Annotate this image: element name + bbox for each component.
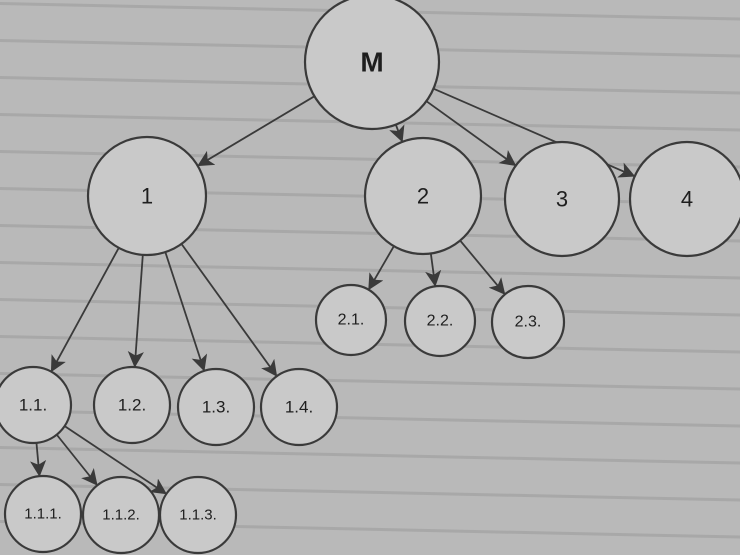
- node-circle-n111: [3, 474, 83, 554]
- node-label-n22: 2.2.: [427, 313, 454, 330]
- node-label-M: M: [360, 47, 383, 78]
- node-label-n2: 2: [417, 184, 429, 209]
- node-circle-M: [303, 0, 441, 131]
- node-circle-n12: [92, 365, 172, 445]
- node-circle-n113: [158, 475, 238, 555]
- node-label-n14: 1.4.: [285, 398, 313, 417]
- node-label-n23: 2.3.: [515, 314, 542, 331]
- node-label-n13: 1.3.: [202, 398, 230, 417]
- node-n111: 1.1.1.: [3, 474, 83, 554]
- node-n13: 1.3.: [176, 367, 256, 447]
- node-M: M: [303, 0, 441, 131]
- node-n11: 1.1.: [0, 365, 73, 445]
- edge-n2-to-n22: [425, 249, 442, 287]
- node-label-n3: 3: [556, 187, 568, 212]
- node-n113: 1.1.3.: [158, 475, 238, 555]
- node-label-n21: 2.1.: [338, 312, 365, 329]
- node-label-n4: 4: [681, 187, 693, 212]
- node-circle-n3: [503, 140, 621, 258]
- node-circle-n21: [314, 283, 388, 357]
- node-circle-n14: [259, 367, 339, 447]
- node-circle-n13: [176, 367, 256, 447]
- node-n22: 2.2.: [403, 284, 477, 358]
- edges-group: [30, 86, 636, 495]
- edge-n1-to-n13: [163, 248, 208, 372]
- node-circle-n11: [0, 365, 73, 445]
- node-label-n11: 1.1.: [19, 396, 47, 415]
- edge-n2-to-n21: [368, 242, 397, 291]
- edge-n1-to-n14: [178, 240, 278, 377]
- edge-M-to-n3: [422, 98, 517, 167]
- node-label-n113: 1.1.3.: [179, 507, 217, 524]
- edge-n11-to-n113: [60, 423, 167, 495]
- edge-M-to-n1: [197, 93, 319, 167]
- edge-n11-to-n111: [30, 438, 47, 477]
- node-n23: 2.3.: [490, 284, 566, 360]
- node-label-n111: 1.1.1.: [24, 506, 62, 523]
- node-n2: 2: [363, 136, 483, 256]
- edge-n1-to-n12: [127, 250, 144, 368]
- node-circle-n23: [490, 284, 566, 360]
- node-n4: 4: [628, 140, 740, 258]
- node-n14: 1.4.: [259, 367, 339, 447]
- node-n12: 1.2.: [92, 365, 172, 445]
- node-n21: 2.1.: [314, 283, 388, 357]
- node-circle-n22: [403, 284, 477, 358]
- node-n3: 3: [503, 140, 621, 258]
- node-label-n1: 1: [141, 184, 153, 209]
- node-circle-n4: [628, 140, 740, 258]
- node-n1: 1: [86, 135, 208, 257]
- node-circle-n1: [86, 135, 208, 257]
- node-n112: 1.1.2.: [81, 475, 161, 555]
- edge-n2-to-n23: [456, 236, 506, 295]
- edge-n11-to-n112: [53, 430, 98, 486]
- node-label-n112: 1.1.2.: [102, 507, 140, 524]
- edge-n1-to-n11: [50, 243, 122, 373]
- node-circle-n2: [363, 136, 483, 256]
- node-label-n12: 1.2.: [118, 396, 146, 415]
